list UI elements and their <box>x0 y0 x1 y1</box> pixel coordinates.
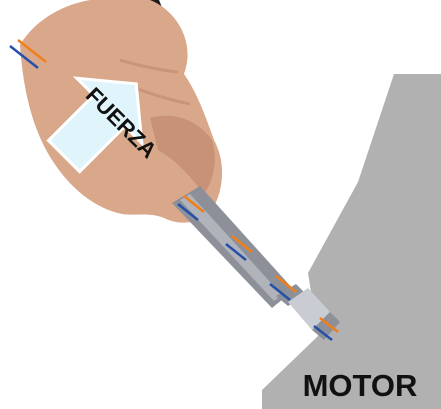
engine-block <box>262 74 441 409</box>
motor-label: MOTOR <box>303 368 418 403</box>
